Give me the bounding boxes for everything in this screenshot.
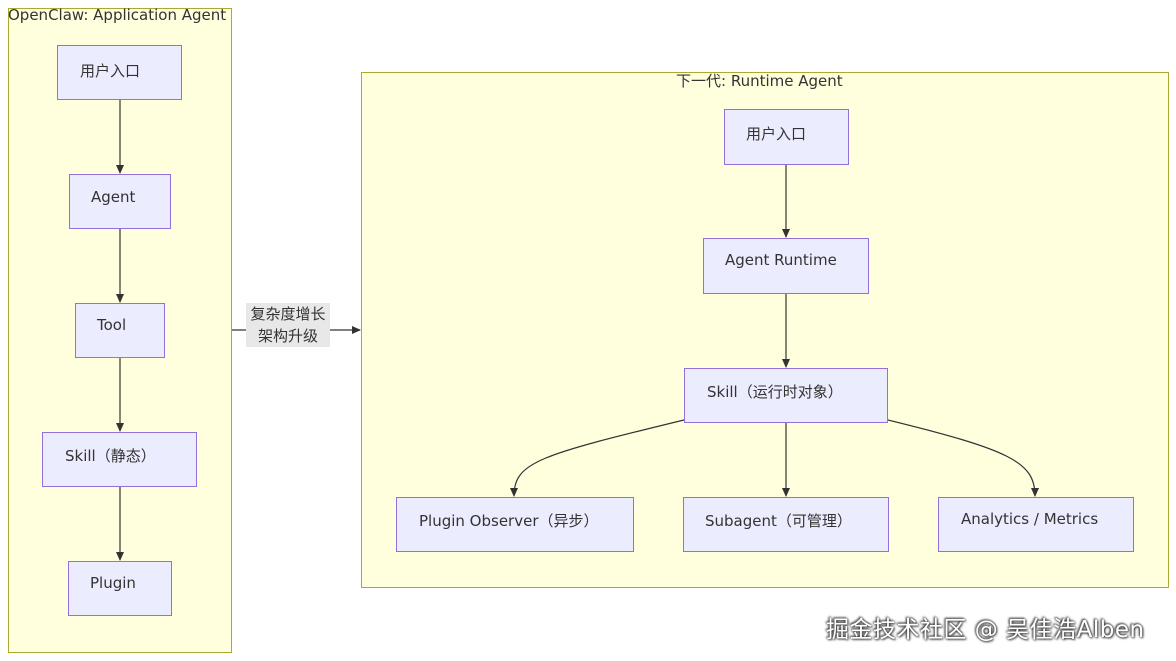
- right-node-agent-runtime-label: Agent Runtime: [725, 251, 837, 269]
- left-node-agent-label: Agent: [91, 188, 136, 206]
- right-node-skill-runtime: Skill（运行时对象）: [684, 368, 888, 423]
- left-node-user-entry: 用户入口: [57, 45, 182, 100]
- right-node-subagent-label: Subagent（可管理）: [705, 512, 852, 530]
- right-node-plugin-observer-label: Plugin Observer（异步）: [419, 512, 599, 530]
- left-node-tool-label: Tool: [97, 316, 127, 334]
- left-node-plugin: Plugin: [68, 561, 172, 616]
- left-node-user-entry-label: 用户入口: [80, 62, 141, 80]
- right-node-analytics: Analytics / Metrics: [938, 497, 1134, 552]
- right-node-analytics-label: Analytics / Metrics: [961, 510, 1099, 528]
- openclaw-cluster-title: OpenClaw: Application Agent: [8, 6, 227, 24]
- right-node-agent-runtime: Agent Runtime: [703, 238, 869, 294]
- left-node-agent: Agent: [69, 174, 171, 229]
- watermark: 掘金技术社区 @ 吴佳浩Alben: [826, 617, 1145, 643]
- transition-label: 复杂度增长 架构升级: [246, 303, 330, 347]
- right-node-subagent: Subagent（可管理）: [683, 497, 889, 552]
- right-node-user-entry-label: 用户入口: [746, 125, 807, 143]
- left-node-skill-static: Skill（静态）: [42, 432, 197, 487]
- left-node-plugin-label: Plugin: [90, 574, 136, 592]
- left-node-skill-static-label: Skill（静态）: [65, 447, 156, 465]
- left-node-tool: Tool: [75, 303, 165, 358]
- right-node-skill-runtime-label: Skill（运行时对象）: [707, 383, 843, 401]
- right-node-plugin-observer: Plugin Observer（异步）: [396, 497, 634, 552]
- runtime-cluster-title: 下一代: Runtime Agent: [676, 72, 843, 90]
- transition-label-line1: 复杂度增长: [250, 305, 326, 323]
- transition-label-line2: 架构升级: [257, 327, 318, 345]
- right-node-user-entry: 用户入口: [724, 109, 849, 165]
